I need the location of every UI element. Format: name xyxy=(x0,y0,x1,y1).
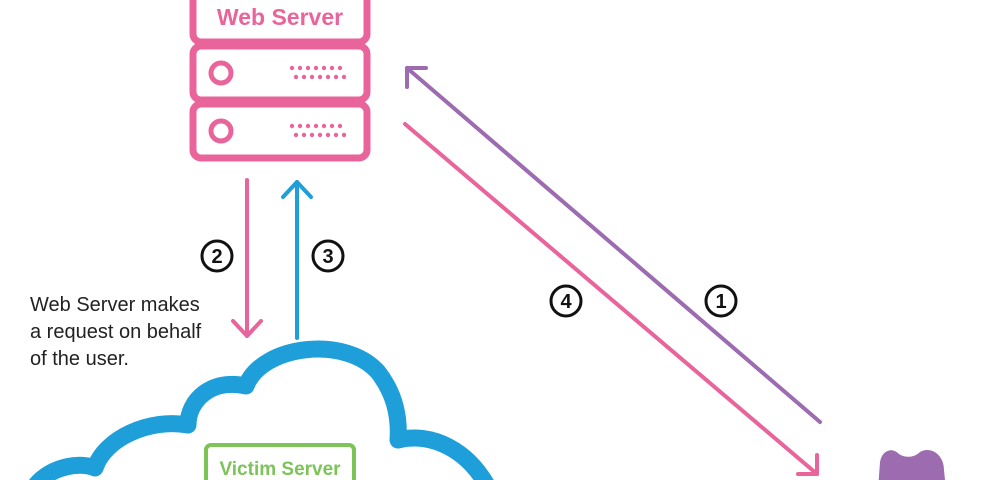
web-server xyxy=(189,0,371,162)
attacker-figure xyxy=(878,450,945,480)
web-server-slot-1 xyxy=(189,42,371,104)
request-arrow xyxy=(231,178,263,338)
caption-line-3: of the user. xyxy=(30,348,129,370)
step-4-label: 4 xyxy=(560,291,572,313)
status-dots-icon xyxy=(289,123,347,138)
step-3-marker: 3 xyxy=(311,239,345,273)
status-dots-icon xyxy=(289,65,347,80)
victim-server-label: Victim Server xyxy=(219,459,341,480)
attacker-request-arrow xyxy=(405,66,822,424)
victim-server-box xyxy=(204,443,356,480)
step-2-marker: 2 xyxy=(200,239,234,273)
step-4-marker: 4 xyxy=(549,284,583,318)
internal-network-cloud xyxy=(29,340,494,480)
power-button-icon xyxy=(208,118,234,144)
step-2-label: 2 xyxy=(211,246,222,268)
response-arrow xyxy=(281,180,313,340)
web-server-slot-2 xyxy=(189,100,371,162)
caption-line-1: Web Server makes xyxy=(30,294,200,316)
step-1-marker: 1 xyxy=(704,284,738,318)
victim-server: Victim Server xyxy=(204,443,356,480)
step-3-label: 3 xyxy=(322,246,333,268)
step-2-caption: Web Server makes a request on behalf of … xyxy=(30,292,240,373)
power-button-icon xyxy=(208,60,234,86)
server-response-arrow xyxy=(403,122,819,476)
web-server-label: Web Server xyxy=(217,4,343,30)
web-server-label-box xyxy=(189,0,371,46)
caption-line-2: a request on behalf xyxy=(30,321,202,343)
step-1-label: 1 xyxy=(715,291,726,313)
